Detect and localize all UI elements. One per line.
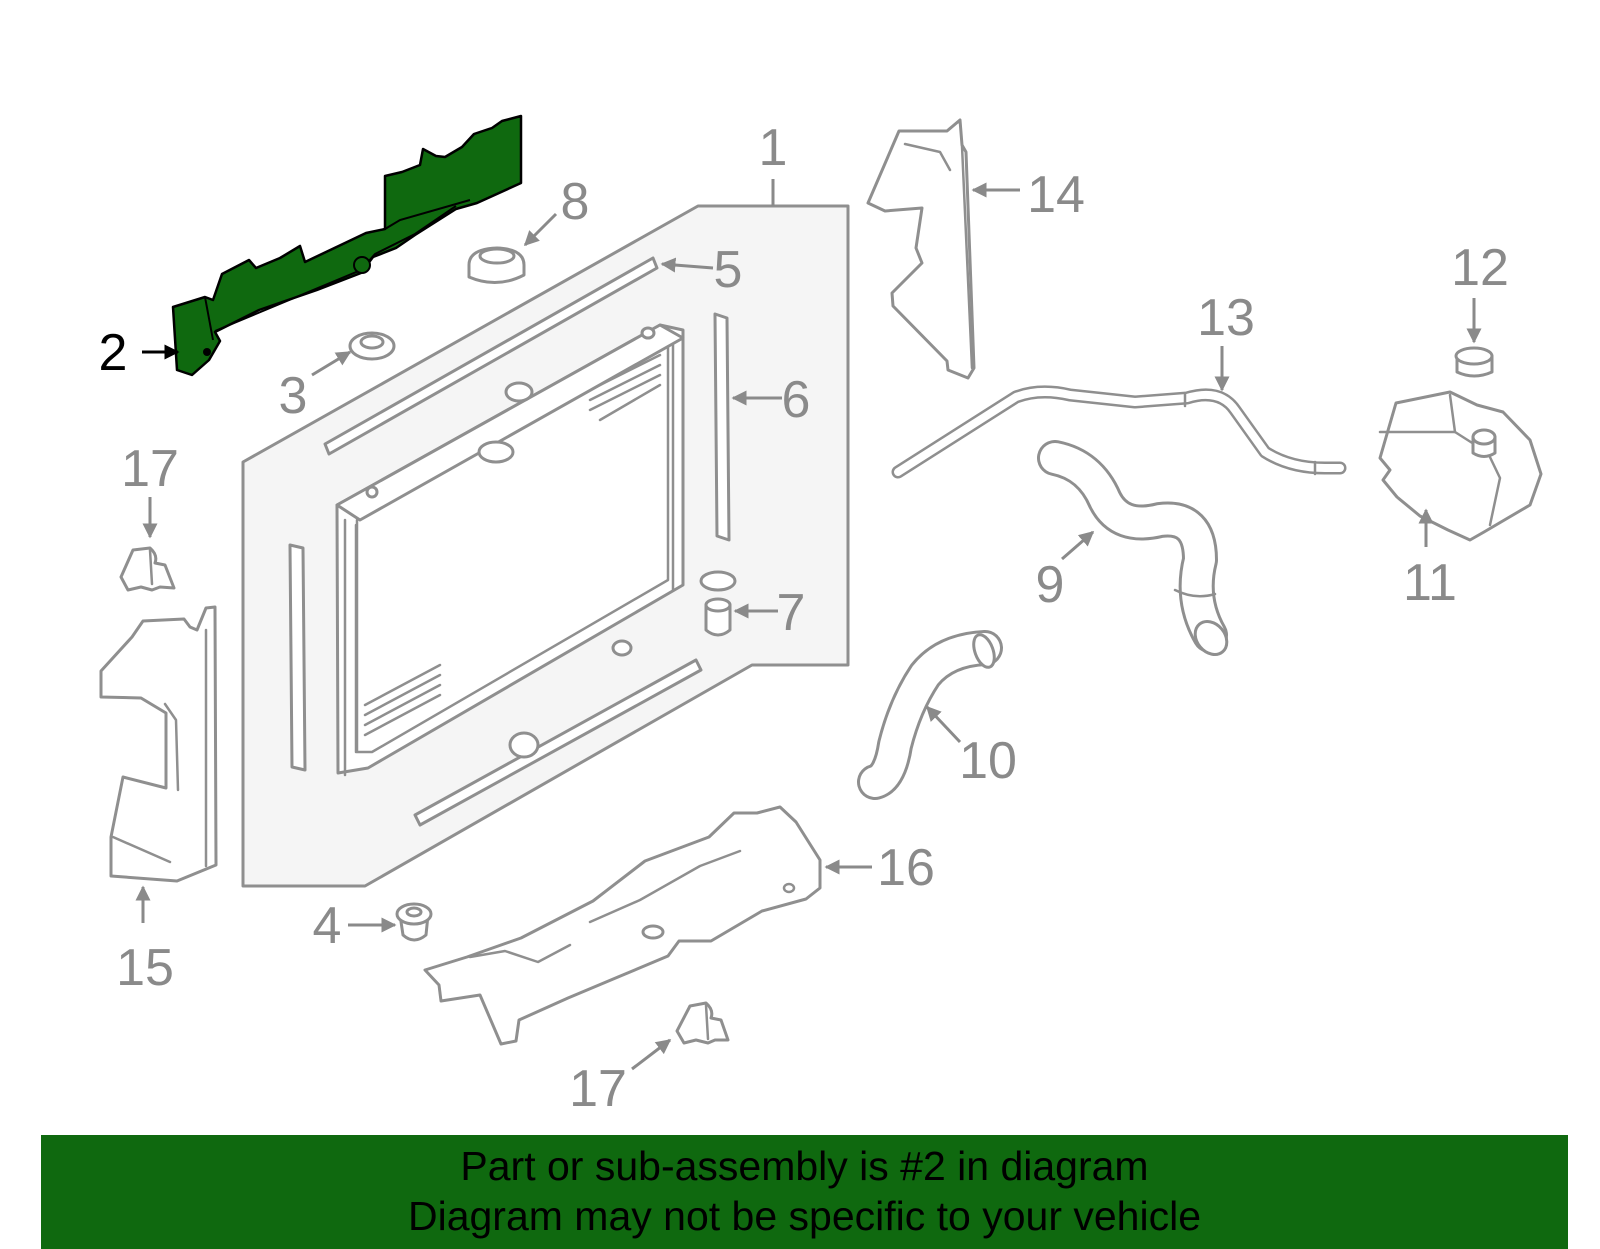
part-11-reservoir-tank[interactable]	[1378, 390, 1543, 542]
callout-4: 4	[313, 897, 342, 955]
part-17-clip-lower[interactable]	[675, 1001, 730, 1045]
callout-14: 14	[1027, 166, 1085, 224]
part-lower-seal	[413, 658, 703, 827]
part-3-upper-mount[interactable]	[348, 331, 396, 361]
callout-9: 9	[1036, 556, 1065, 614]
callout-labels: 1 2 3 4 5 6 7 8 9 10 11 12 13 14 15 16 1…	[99, 119, 1509, 1118]
part-2-upper-air-guide[interactable]	[171, 114, 523, 377]
callout-17-upper: 17	[121, 440, 179, 498]
part-7-drain-plug[interactable]	[699, 570, 737, 637]
part-8-radiator-cap[interactable]	[467, 246, 526, 284]
banner-line-2: Diagram may not be specific to your vehi…	[407, 1193, 1201, 1239]
part-9-upper-hose[interactable]	[1037, 440, 1233, 661]
banner-line-1: Part or sub-assembly is #2 in diagram	[460, 1143, 1149, 1189]
callout-13: 13	[1197, 289, 1255, 347]
part-15-left-air-guide[interactable]	[99, 605, 218, 883]
part-4-lower-mount[interactable]	[395, 902, 433, 942]
part-17-clip-upper[interactable]	[119, 546, 176, 592]
callout-8: 8	[561, 173, 590, 231]
callout-10: 10	[959, 732, 1017, 790]
callout-16: 16	[877, 839, 935, 897]
callout-17-lower: 17	[569, 1060, 627, 1118]
part-10-lower-hose[interactable]	[857, 630, 1003, 800]
callout-6: 6	[782, 371, 811, 429]
part-left-side-seal	[288, 543, 307, 772]
leader-lines	[135, 179, 1482, 1071]
radiator-core[interactable]	[335, 323, 685, 777]
callout-12: 12	[1451, 239, 1509, 297]
callout-1: 1	[759, 119, 788, 177]
part-12-reservoir-cap[interactable]	[1454, 346, 1494, 378]
callout-2[interactable]: 2	[99, 324, 128, 382]
callout-11: 11	[1403, 554, 1457, 612]
part-16-lower-air-guide[interactable]	[423, 805, 822, 1046]
part-6-side-seal[interactable]	[713, 312, 731, 542]
callout-5: 5	[714, 241, 743, 299]
callout-15: 15	[116, 939, 174, 997]
part-14-right-air-guide[interactable]	[866, 118, 976, 380]
part-13-overflow-hose[interactable]	[891, 385, 1347, 479]
callout-7: 7	[777, 584, 806, 642]
info-banner: Part or sub-assembly is #2 in diagram Di…	[41, 1135, 1568, 1249]
part-5-upper-seal[interactable]	[323, 256, 659, 456]
radiator-fins	[363, 353, 662, 737]
callout-3: 3	[279, 367, 308, 425]
